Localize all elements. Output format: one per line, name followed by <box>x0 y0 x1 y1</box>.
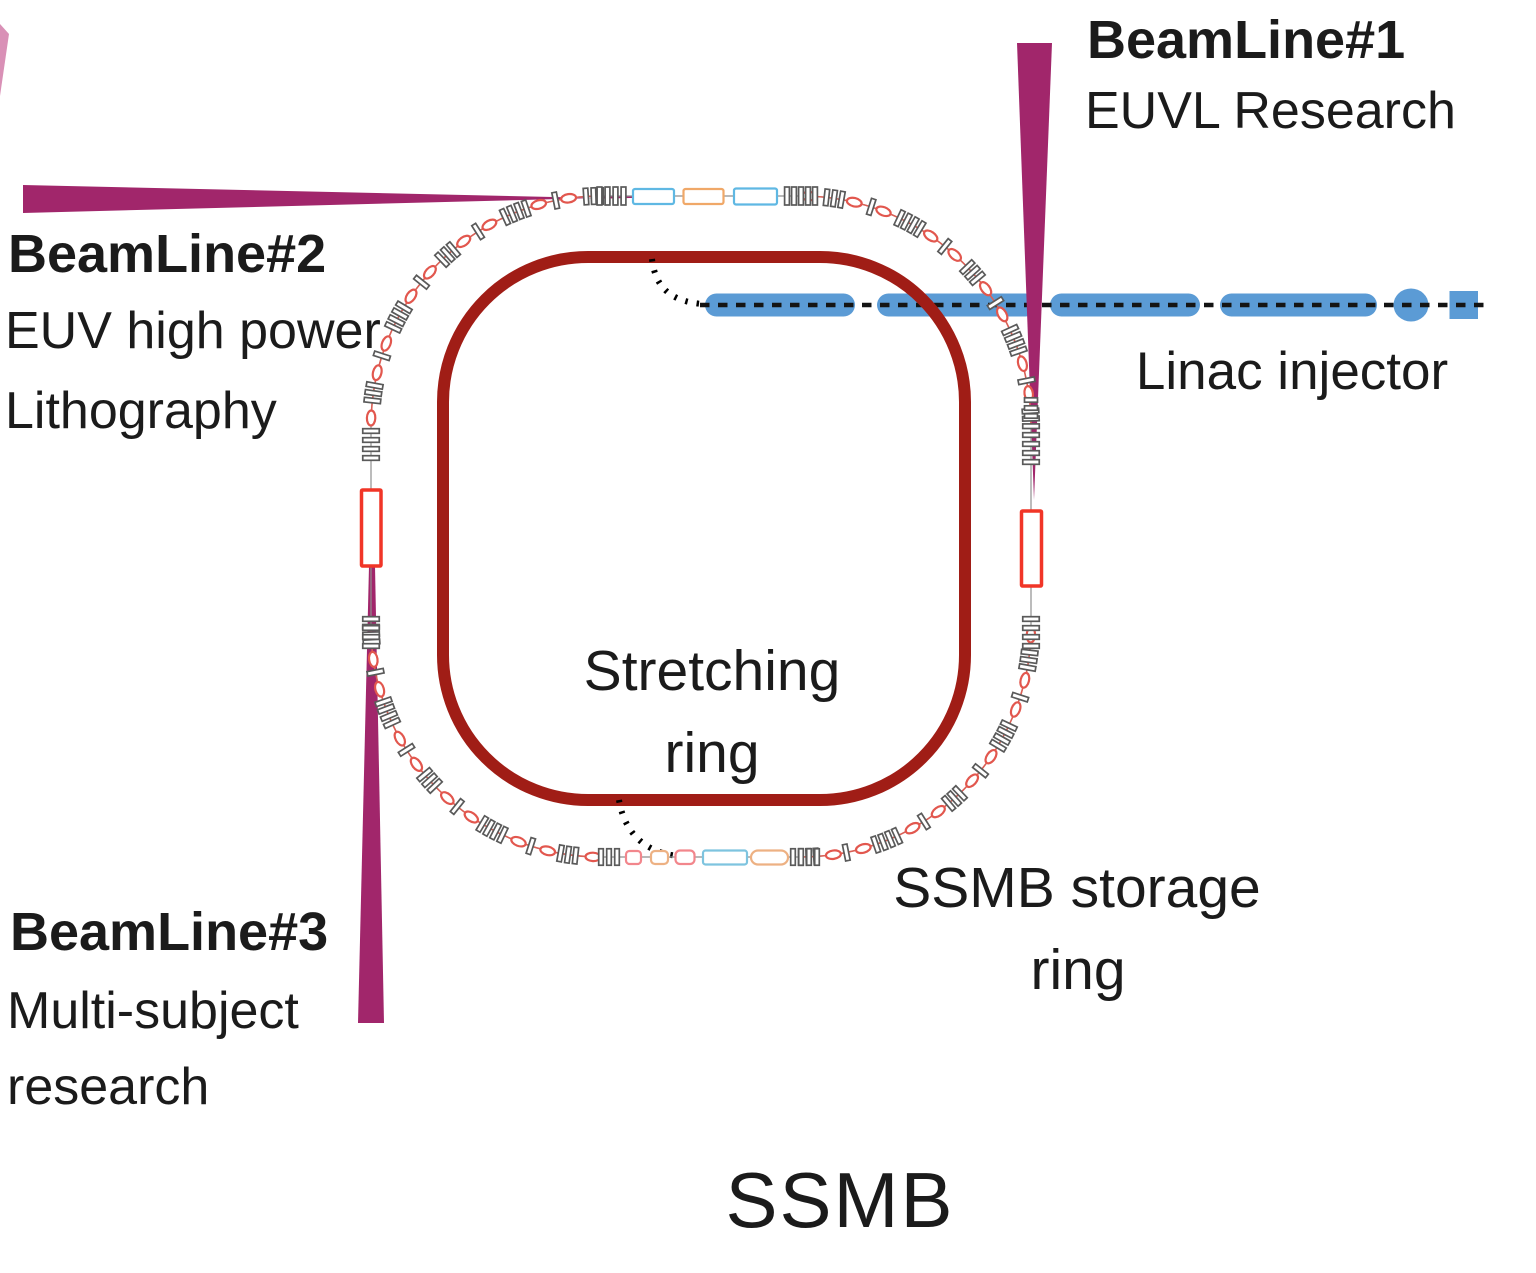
beamline-wedges <box>23 43 1052 1023</box>
diagram-title: SSMB <box>725 1156 954 1244</box>
storage-ring-label-line2: ring <box>1030 938 1125 1002</box>
beamline1-subtitle: EUVL Research <box>1085 82 1456 140</box>
stretching-ring <box>437 251 971 806</box>
diagram-labels: BeamLine#1 EUVL Research BeamLine#2 EUV … <box>5 10 1456 1244</box>
edge-artifact <box>0 24 9 96</box>
linac-label: Linac injector <box>1136 342 1448 401</box>
stretching-ring-label-line1: Stretching <box>584 639 841 703</box>
storage-ring-lattice-elements <box>359 186 1044 867</box>
extraction-transfer-line <box>616 799 679 859</box>
beamline2-title: BeamLine#2 <box>8 224 326 284</box>
beamline3-subtitle-line2: research <box>7 1058 209 1116</box>
linac-segment <box>1050 293 1200 317</box>
injection-transfer-line <box>649 258 703 307</box>
beamline2-subtitle-line1: EUV high power <box>5 302 381 360</box>
beamline3-title: BeamLine#3 <box>10 902 328 962</box>
storage-ring-label-line1: SSMB storage <box>893 856 1261 920</box>
beamline2-wedge <box>23 185 598 213</box>
stretching-ring-label-line2: ring <box>664 721 759 785</box>
beamline1-title: BeamLine#1 <box>1087 10 1405 70</box>
beamline3-subtitle-line1: Multi-subject <box>7 982 299 1040</box>
linac-injector <box>700 288 1492 322</box>
beamline3-wedge <box>358 566 384 1023</box>
beamline2-subtitle-line2: Lithography <box>5 382 277 440</box>
beamline1-wedge <box>1017 43 1052 500</box>
